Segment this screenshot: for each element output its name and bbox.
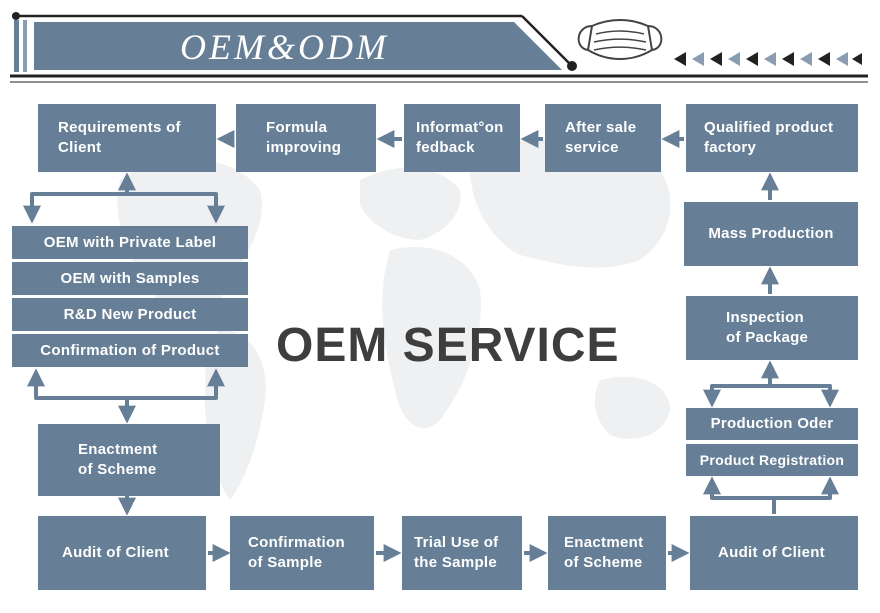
- header-title: OEM&ODM: [180, 27, 389, 67]
- chevron-left-row-icon: [674, 52, 862, 66]
- face-mask-icon: [577, 19, 663, 60]
- node-inspection-of-package: Inspection of Package: [686, 296, 858, 360]
- node-oem-with-samples: OEM with Samples: [12, 262, 248, 295]
- node-production-oder: Production Oder: [686, 408, 858, 440]
- node-mass-production: Mass Production: [684, 202, 858, 266]
- node-qualified-product-factory: Qualified product factory: [686, 104, 858, 172]
- node-oem-with-private-label: OEM with Private Label: [12, 226, 248, 259]
- node-enactment-of-scheme-bottom: Enactment of Scheme: [548, 516, 666, 590]
- arrow-fork-right-top: [703, 384, 839, 408]
- node-confirmation-of-sample: Confirmation of Sample: [230, 516, 374, 590]
- node-audit-of-client-right: Audit of Client: [690, 516, 858, 590]
- node-rd-new-product: R&D New Product: [12, 298, 248, 331]
- center-title: OEM SERVICE: [276, 319, 620, 372]
- node-confirmation-of-product: Confirmation of Product: [12, 334, 248, 367]
- arrow-fork-branch-bottom: [27, 368, 225, 400]
- arrow-fork-right-bottom: [703, 476, 839, 500]
- node-information-feedback: Informat°on fedback: [404, 104, 520, 172]
- node-enactment-of-scheme-left: Enactment of Scheme: [38, 424, 220, 496]
- node-product-registration: Product Registration: [686, 444, 858, 476]
- node-after-sale-service: After sale service: [545, 104, 661, 172]
- node-formula-improving: Formula improving: [236, 104, 376, 172]
- node-trial-use-of-sample: Trial Use of the Sample: [402, 516, 522, 590]
- arrow-fork-branch-top: [23, 192, 225, 224]
- node-audit-of-client-left: Audit of Client: [38, 516, 206, 590]
- node-requirements-of-client: Requirements of Client: [38, 104, 216, 172]
